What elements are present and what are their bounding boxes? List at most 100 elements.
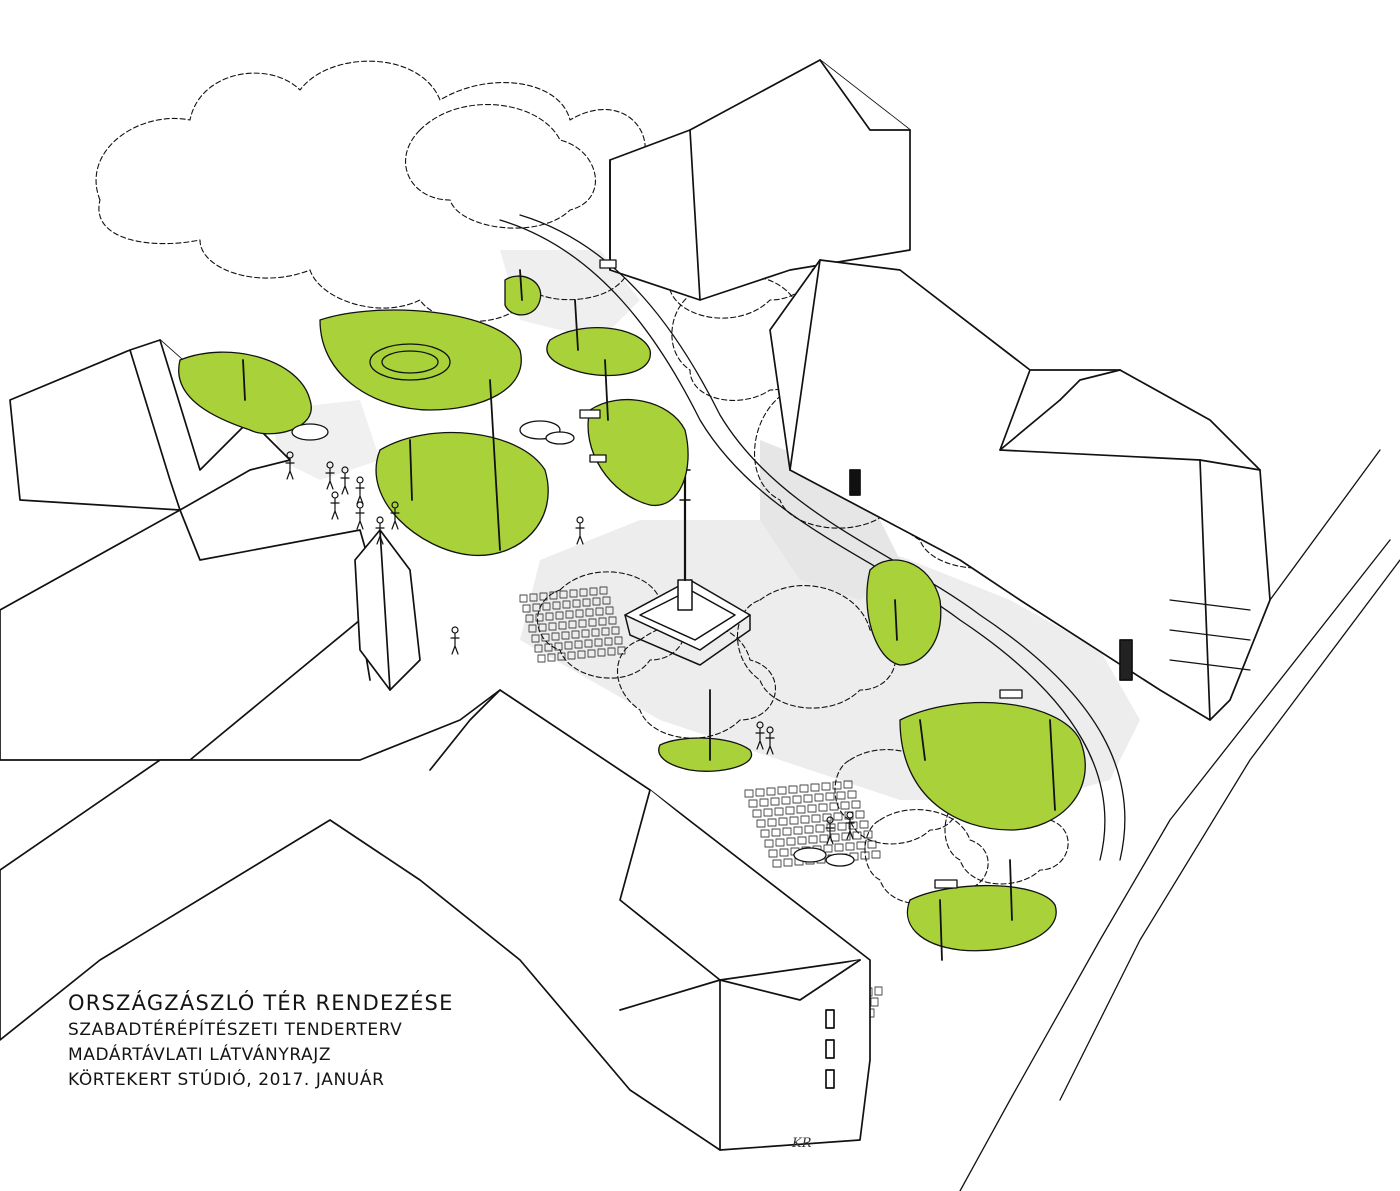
paving-stone xyxy=(614,636,623,645)
paving-stone xyxy=(759,798,769,807)
pedestrian xyxy=(755,721,765,750)
paving-stone xyxy=(797,836,807,845)
paving-stone xyxy=(832,781,842,790)
caption-title: ORSZÁGZÁSZLÓ TÉR RENDEZÉSE xyxy=(68,991,454,1015)
caption-studio-date: KÖRTEKERT STÚDIÓ, 2017. JANUÁR xyxy=(68,1070,385,1090)
paving-stone xyxy=(764,839,774,848)
flagpole-monument xyxy=(624,448,751,666)
drawing-caption: ORSZÁGZÁSZLÓ TÉR RENDEZÉSE SZABADTÉRÉPÍT… xyxy=(68,988,454,1093)
paving-stone xyxy=(803,794,813,803)
paving-stone xyxy=(843,780,853,789)
paving-stone xyxy=(565,610,574,619)
paving-stone xyxy=(569,589,578,598)
lawn-4 xyxy=(504,275,542,316)
paving-stone xyxy=(529,593,538,602)
paving-stone xyxy=(558,621,567,630)
paving-stone xyxy=(760,829,770,838)
pedestrian xyxy=(340,466,350,495)
pedestrian xyxy=(845,811,855,840)
paving-stone xyxy=(836,791,846,800)
paving-stone xyxy=(777,786,787,795)
paving-stone xyxy=(772,859,782,868)
pedestrian xyxy=(355,501,365,530)
paving-stone xyxy=(778,817,788,826)
pedestrian xyxy=(285,451,295,480)
paving-stone xyxy=(845,842,855,851)
paving-stone xyxy=(841,832,851,841)
paving-stone xyxy=(837,822,847,831)
paving-stone xyxy=(833,812,843,821)
paving-stone xyxy=(770,797,780,806)
lawn-2 xyxy=(319,309,522,411)
paving-stone xyxy=(874,986,883,996)
paving-stone xyxy=(855,810,865,819)
paving-stone xyxy=(766,787,776,796)
paving-stone xyxy=(771,828,781,837)
green-lawn-islands xyxy=(178,275,1086,952)
paving-stone xyxy=(748,799,758,808)
caption-view-type: MADÁRTÁVLATI LÁTVÁNYRAJZ xyxy=(68,1045,332,1065)
paving-stone xyxy=(534,644,543,653)
paving-stone xyxy=(775,838,785,847)
paving-stone xyxy=(856,841,866,850)
paving-stone xyxy=(578,619,587,628)
paving-stone xyxy=(744,789,754,798)
paving-stone xyxy=(830,833,840,842)
paving-stone xyxy=(792,795,802,804)
artist-signature: KR xyxy=(792,1136,812,1151)
building-top-right xyxy=(609,59,911,301)
pedestrian xyxy=(390,501,400,530)
paving-stone xyxy=(575,609,584,618)
paving-stone xyxy=(572,599,581,608)
tree-trunks xyxy=(242,269,1056,961)
paving-stone xyxy=(605,606,614,615)
paving-stone xyxy=(782,827,792,836)
paving-stone xyxy=(819,834,829,843)
paving-stone xyxy=(811,814,821,823)
pedestrian xyxy=(355,476,365,505)
paving-stone xyxy=(783,858,793,867)
paving-stone xyxy=(789,816,799,825)
paving-stone xyxy=(799,784,809,793)
paving-stone xyxy=(767,818,777,827)
paving-stone xyxy=(752,809,762,818)
paving-stone xyxy=(602,596,611,605)
pedestrian xyxy=(375,516,385,545)
paving-stone xyxy=(815,824,825,833)
lawn-10 xyxy=(906,884,1057,952)
paving-stone xyxy=(562,600,571,609)
paving-stone xyxy=(847,790,857,799)
paving-stone xyxy=(585,608,594,617)
paving-stone xyxy=(756,819,766,828)
pedestrian-figures xyxy=(285,451,855,845)
paving-stone xyxy=(818,803,828,812)
paving-stone xyxy=(577,650,586,659)
paving-stone xyxy=(608,616,617,625)
paving-stone xyxy=(800,815,810,824)
paving-stone xyxy=(810,783,820,792)
paving-stone xyxy=(559,590,568,599)
paving-stone xyxy=(587,649,596,658)
paving-stone xyxy=(588,618,597,627)
paving-stone xyxy=(564,641,573,650)
paving-stone xyxy=(595,607,604,616)
paving-stone xyxy=(547,653,556,662)
paving-stone xyxy=(598,617,607,626)
paving-stone xyxy=(525,614,534,623)
pedestrian xyxy=(450,626,460,655)
kiosk xyxy=(354,529,421,691)
paving-stone xyxy=(607,647,616,656)
paving-stone xyxy=(542,602,551,611)
paving-stone xyxy=(537,654,546,663)
paving-stone xyxy=(834,843,844,852)
paving-stone xyxy=(814,793,824,802)
paving-stone xyxy=(561,631,570,640)
paving-stone xyxy=(538,623,547,632)
paving-stone xyxy=(519,594,528,603)
paving-stone xyxy=(851,800,861,809)
benches-and-boulders xyxy=(291,259,1023,889)
paving-stone xyxy=(555,611,564,620)
lawn-9 xyxy=(658,737,753,772)
paving-stone xyxy=(552,601,561,610)
